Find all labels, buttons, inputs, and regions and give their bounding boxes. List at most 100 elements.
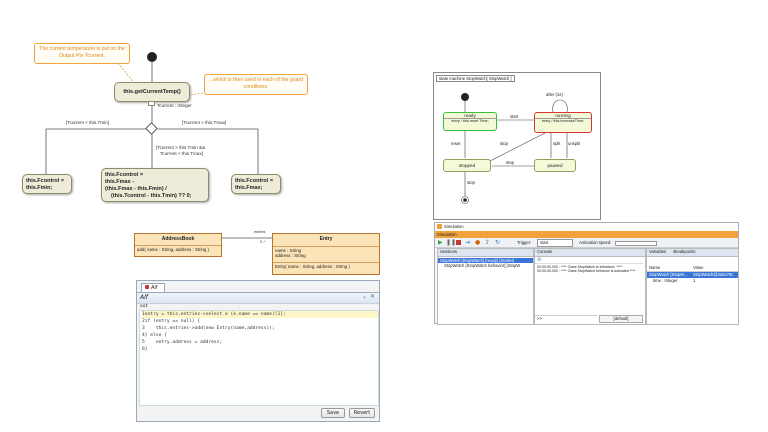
label-reset: reset — [451, 141, 461, 146]
session-row-1[interactable]: StopWatch [StopWatch] [ready] [Started — [438, 258, 533, 263]
console-tab[interactable]: Console — [535, 249, 645, 257]
class-entry-operation: Entry( name : String, address : String ) — [273, 262, 379, 270]
console-input[interactable]: >> — [535, 315, 597, 323]
action-mid-line-1: this.Fcontrol = — [105, 172, 144, 178]
minimize-icon[interactable]: ⌄ — [361, 293, 367, 300]
sessions-tab-label: Sessions — [440, 249, 457, 254]
class-entry[interactable]: Entry name : String address : String Ent… — [272, 233, 380, 275]
step-icon[interactable]: ⇥ — [465, 239, 471, 246]
sessions-tab[interactable]: Sessions — [438, 249, 533, 257]
flow-branch-left — [45, 128, 146, 174]
guard-mid-line-2: Tcurrent < this.Tmax] — [160, 151, 204, 156]
label-split: split — [553, 141, 561, 146]
variables-tab-bar: Variables Breakpoints — [647, 249, 738, 257]
export-icon[interactable]: ⇪ — [485, 239, 491, 246]
breakpoints-tab[interactable]: Breakpoints — [673, 249, 696, 254]
state-stopped[interactable]: stopped — [443, 159, 491, 172]
initial-node — [147, 52, 157, 62]
label-stop-paused: stop — [506, 160, 514, 165]
action-right-line-2: this.Fmax; — [235, 185, 263, 191]
action-mid-line-4: (this.Tcontrol - this.Tmin) ?? 0; — [111, 193, 192, 199]
trigger-select[interactable]: start — [537, 239, 573, 247]
state-ready-name: ready — [444, 113, 496, 119]
console-tab-label: Console — [537, 249, 553, 254]
class-entry-attr-1: name : String — [275, 248, 302, 253]
pin-label: Tcurrent : Integer — [157, 103, 192, 108]
simulation-window-title: Simulation — [444, 224, 464, 229]
note-current-temperature: The current temperature is put on the Ou… — [34, 43, 130, 64]
class-addressbook-operation: add( name : String, address : String ) — [135, 245, 221, 253]
state-ready-entry: entry / this.reset Time; — [451, 119, 489, 123]
class-addressbook[interactable]: AddressBook add( name : String, address … — [134, 233, 222, 257]
console-context-select[interactable]: [default] — [599, 315, 643, 323]
state-running-name: running — [535, 113, 591, 119]
run-icon[interactable]: ▶ — [438, 239, 443, 246]
code-line: 4} else { — [142, 333, 167, 338]
alf-tab-icon — [145, 285, 149, 289]
alf-tab-label: Alf — [151, 285, 158, 291]
pause-icon[interactable]: ❚❚ — [446, 239, 457, 246]
variable-row-1[interactable]: StopWatch [StopW... StopWatch@2a5c78c — [647, 272, 738, 278]
sessions-pane: Sessions StopWatch [StopWatch] [ready] [… — [437, 248, 534, 325]
state-initial-node — [461, 93, 469, 101]
action-mid-line-3: (this.Fmax - this.Fmin) / — [105, 186, 167, 192]
session-row-2[interactable]: StopWatch [StopWatch behavior] [StopW — [444, 263, 521, 268]
action-left-line-1: this.Fcontrol = — [26, 178, 65, 184]
console-pane: Console ⊘ 00:00:00,000 : **** Class Stop… — [534, 248, 646, 325]
state-running[interactable]: running entry / this.increaseTime; — [534, 112, 592, 133]
note-guard-conditions: ...which is then used in each of the gua… — [204, 74, 308, 95]
col-name: Name — [649, 265, 661, 270]
save-button[interactable]: Save — [321, 408, 345, 418]
revert-button[interactable]: Revert — [349, 408, 375, 418]
variables-tab[interactable]: Variables — [649, 249, 667, 254]
code-line: 6} — [142, 347, 148, 352]
close-icon[interactable]: ✕ — [369, 293, 375, 300]
code-line: 2if (entry == null) { — [142, 319, 201, 324]
trigger-label: Trigger: — [517, 240, 532, 245]
association-role: entries — [254, 230, 266, 234]
transition-stop — [489, 132, 546, 162]
class-addressbook-name: AddressBook — [161, 236, 195, 242]
association-multiplicity: 0..* — [260, 240, 266, 244]
console-line-1: 00:00:00,000 : **** Class StopWatch is i… — [537, 265, 622, 269]
animation-speed-slider[interactable] — [615, 241, 657, 246]
refresh-icon[interactable]: ↻ — [495, 239, 501, 246]
variable-row-2[interactable]: time : Integer 1 — [647, 278, 738, 284]
class-entry-name: Entry — [319, 236, 333, 242]
alf-tab[interactable]: Alf — [141, 283, 165, 292]
action-right-line-1: this.Fcontrol = — [235, 178, 274, 184]
code-lines: 1entry = this.entries->select e (e.name … — [140, 311, 378, 353]
variable-row-1-value: StopWatch@2a5c78c — [693, 272, 734, 277]
final-node-inner — [463, 198, 467, 202]
variable-row-1-name: StopWatch [StopW... — [649, 272, 688, 277]
guard-left: [Tcurrent < this.Tmin] — [66, 120, 110, 125]
simulation-toolbar: ▶ ❚❚ ⇥ ● ⇪ ↻ Trigger: start Animation sp… — [435, 238, 738, 248]
simulation-header-label: Simulation — [437, 232, 457, 237]
stop-icon[interactable] — [456, 240, 461, 245]
variable-row-2-value: 1 — [693, 278, 696, 283]
code-line: 3 this.entries->add(new Entry(name,addre… — [142, 326, 275, 331]
alf-editor-window: Alf Alf ⌄ ✕ out 1entry = this.entries->s… — [136, 280, 380, 422]
action-fcontrol-interpolate[interactable]: this.Fcontrol = this.Fmax - (this.Fmax -… — [101, 168, 209, 202]
clear-console-icon[interactable]: ⊘ — [537, 257, 542, 263]
state-paused[interactable]: paused — [534, 159, 576, 172]
label-unsplit: unsplit — [568, 141, 581, 146]
col-value: Value — [693, 265, 704, 270]
alf-code-area[interactable]: 1entry = this.entries->select e (e.name … — [139, 310, 379, 406]
console-line-2: 00:00:00,000 : **** Class StopWatch beha… — [537, 269, 636, 273]
simulation-window: Simulation Simulation ▶ ❚❚ ⇥ ● ⇪ ↻ Trigg… — [434, 222, 739, 325]
action-fcontrol-fmin[interactable]: this.Fcontrol = this.Fmin; — [22, 174, 72, 194]
output-pin — [148, 101, 155, 106]
class-entry-attr-2: address : String — [275, 253, 306, 258]
action-fcontrol-fmax[interactable]: this.Fcontrol = this.Fmax; — [231, 174, 281, 194]
note-connector-left — [117, 62, 136, 85]
simulation-header: Simulation — [435, 231, 738, 238]
state-ready[interactable]: ready entry / this.reset Time; — [443, 112, 497, 131]
record-icon[interactable]: ● — [475, 239, 481, 246]
flow-branch-right — [158, 128, 259, 174]
variables-pane: Variables Breakpoints Name Value StopWat… — [646, 248, 739, 325]
variables-header: Name Value — [647, 265, 738, 272]
label-start: start — [510, 114, 519, 119]
alf-out-label: out — [140, 304, 148, 309]
